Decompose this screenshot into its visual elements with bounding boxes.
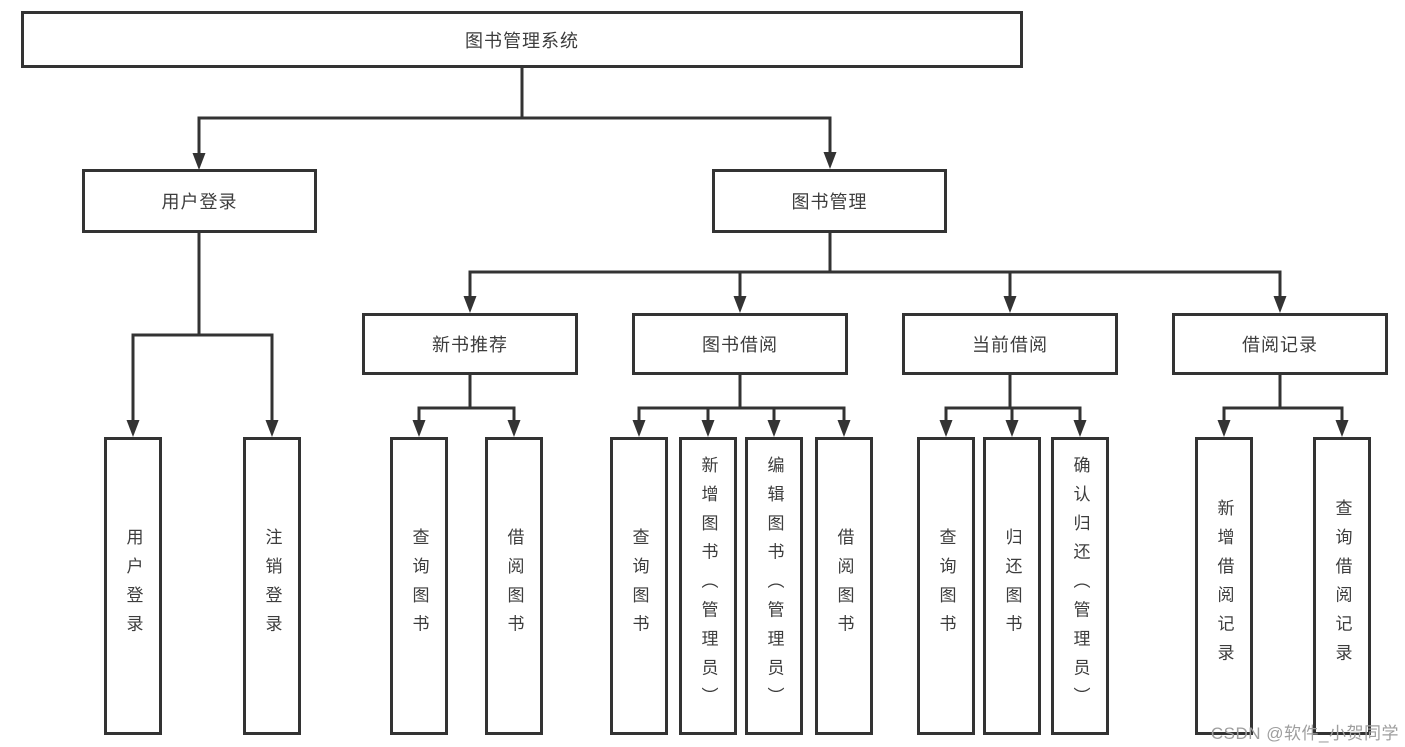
leaf-label: 新增图书（管理员） — [698, 455, 718, 717]
node-book-management: 图书管理 — [712, 169, 947, 233]
leaf-label: 用户登录 — [123, 528, 143, 644]
leaf-label: 确认归还（管理员） — [1070, 455, 1090, 717]
leaf-borrow-books: 借阅图书 — [815, 437, 873, 735]
leaf-label: 归还图书 — [1002, 528, 1022, 644]
leaf-confirm-return-admin: 确认归还（管理员） — [1051, 437, 1109, 735]
leaf-add-borrow-record: 新增借阅记录 — [1195, 437, 1253, 735]
leaf-label: 查询图书 — [409, 528, 429, 644]
node-root-system: 图书管理系统 — [21, 11, 1023, 68]
leaf-label: 借阅图书 — [504, 528, 524, 644]
leaf-label: 编辑图书（管理员） — [764, 455, 784, 717]
leaf-label: 注销登录 — [262, 528, 282, 644]
leaf-label: 借阅图书 — [834, 528, 854, 644]
leaf-label: 查询图书 — [629, 528, 649, 644]
leaf-user-login: 用户登录 — [104, 437, 162, 735]
leaf-label: 查询图书 — [936, 528, 956, 644]
leaf-query-books-current: 查询图书 — [917, 437, 975, 735]
leaf-query-books-borrow: 查询图书 — [610, 437, 668, 735]
leaf-borrow-books-recommend: 借阅图书 — [485, 437, 543, 735]
node-user-login: 用户登录 — [82, 169, 317, 233]
node-current-borrow: 当前借阅 — [902, 313, 1118, 375]
leaf-label: 查询借阅记录 — [1332, 499, 1352, 673]
leaf-return-book: 归还图书 — [983, 437, 1041, 735]
csdn-watermark: CSDN @软件_小贺同学 — [1210, 724, 1399, 743]
leaf-query-books-recommend: 查询图书 — [390, 437, 448, 735]
leaf-query-borrow-record: 查询借阅记录 — [1313, 437, 1371, 735]
leaf-label: 新增借阅记录 — [1214, 499, 1234, 673]
leaf-edit-book-admin: 编辑图书（管理员） — [745, 437, 803, 735]
node-new-book-recommend: 新书推荐 — [362, 313, 578, 375]
node-borrow-records: 借阅记录 — [1172, 313, 1388, 375]
leaf-logout: 注销登录 — [243, 437, 301, 735]
leaf-add-book-admin: 新增图书（管理员） — [679, 437, 737, 735]
node-book-borrow: 图书借阅 — [632, 313, 848, 375]
